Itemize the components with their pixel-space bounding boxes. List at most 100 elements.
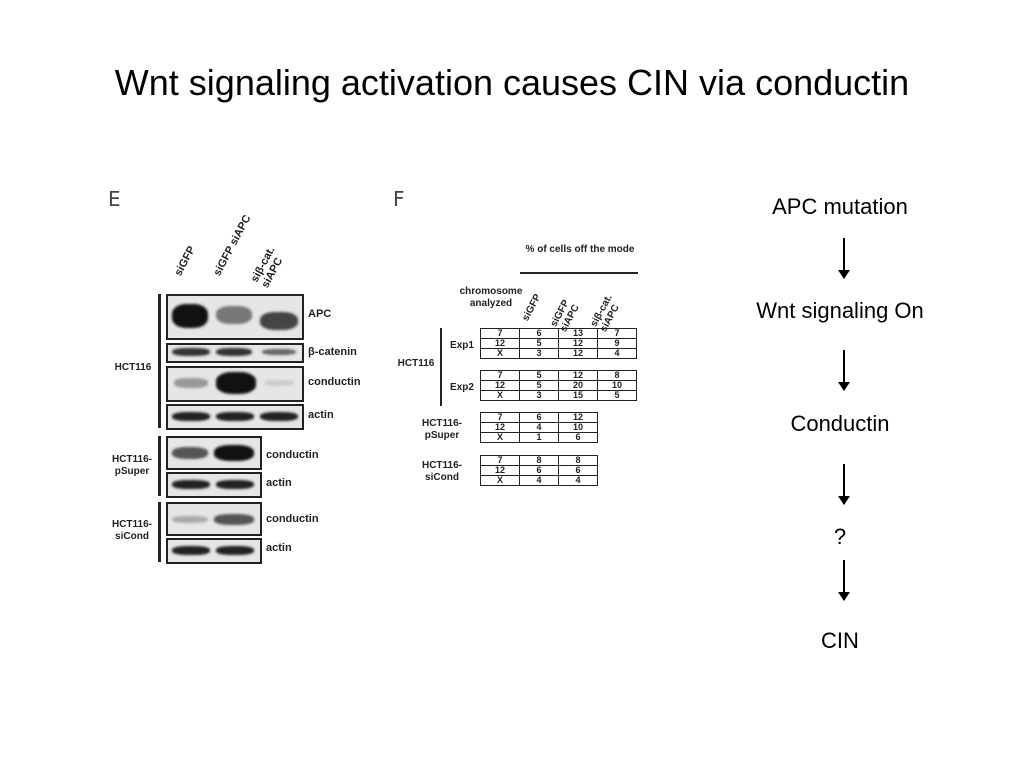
table-cell: 5 — [597, 390, 637, 401]
table-cell: 5 — [519, 338, 559, 349]
flow-step-conductin: Conductin — [790, 411, 890, 436]
down-arrow-icon — [838, 350, 850, 391]
flow-step-apc-mutation: APC mutation — [772, 194, 908, 219]
blot-actin — [166, 404, 304, 430]
psuper-label: HCT116- pSuper — [421, 418, 462, 441]
sicond-label: HCT116- siCond — [421, 460, 462, 483]
lane-label: siβ-cat. siAPC — [248, 244, 286, 290]
table-cell: 4 — [519, 475, 559, 486]
group-bracket — [158, 436, 161, 496]
table-cell: 12 — [558, 370, 598, 381]
group-label: HCT116- pSuper — [111, 454, 152, 477]
table-cell: 12 — [480, 422, 520, 433]
blot-label: actin — [266, 477, 292, 489]
down-arrow-icon — [838, 560, 850, 601]
table-cell: 6 — [519, 465, 559, 476]
header-underline — [520, 272, 638, 274]
table-cell: X — [480, 432, 520, 443]
blot-label: actin — [266, 542, 292, 554]
table-cell: 7 — [480, 412, 520, 423]
table-cell: 20 — [558, 380, 598, 391]
table-cell: 12 — [480, 338, 520, 349]
table-cell: 4 — [597, 348, 637, 359]
group-bracket — [158, 294, 161, 428]
group-bracket — [158, 502, 161, 562]
table-cell: 5 — [519, 370, 559, 381]
blot-actin — [166, 472, 262, 498]
table-cell: 12 — [558, 412, 598, 423]
hct116-label: HCT116 — [397, 358, 435, 369]
table-cell: 8 — [597, 370, 637, 381]
blot-label: conductin — [266, 449, 319, 461]
table-cell: 3 — [519, 348, 559, 359]
table-cell: X — [480, 475, 520, 486]
table-cell: 4 — [558, 475, 598, 486]
table-cell: 15 — [558, 390, 598, 401]
column-header: siGFP siAPC — [548, 298, 582, 334]
down-arrow-icon — [838, 464, 850, 505]
slide-title: Wnt signaling activation causes CIN via … — [114, 62, 910, 103]
blot-label: conductin — [308, 376, 361, 388]
flow-step-wnt-signaling: Wnt signaling On — [756, 298, 924, 323]
table-cell: 3 — [519, 390, 559, 401]
table-cell: 12 — [558, 338, 598, 349]
table-cell: X — [480, 390, 520, 401]
table-cell: 7 — [480, 370, 520, 381]
exp2-label: Exp2 — [450, 382, 474, 393]
blot-label: APC — [308, 308, 332, 320]
table-cell: 12 — [558, 348, 598, 359]
table-cell: 4 — [519, 422, 559, 433]
panel-e-letter: E — [108, 187, 121, 211]
exp1-label: Exp1 — [450, 340, 474, 351]
table-cell: 12 — [480, 380, 520, 391]
blot-apc — [166, 294, 304, 340]
row-header: chromosome analyzed — [459, 286, 523, 309]
table-cell: 6 — [558, 432, 598, 443]
table-cell: 8 — [519, 455, 559, 466]
lane-label: siGFP siAPC — [211, 213, 254, 278]
table-cell: 5 — [519, 380, 559, 391]
blot-beta-catenin — [166, 343, 304, 363]
hct116-bracket — [440, 328, 442, 406]
blot-actin — [166, 538, 262, 564]
table-cell: 7 — [480, 328, 520, 339]
table-cell: 8 — [558, 455, 598, 466]
blot-label: conductin — [266, 513, 319, 525]
table-cell: 1 — [519, 432, 559, 443]
blot-conductin — [166, 366, 304, 402]
blot-conductin — [166, 436, 262, 470]
table-cell: 6 — [558, 465, 598, 476]
table-cell: 10 — [597, 380, 637, 391]
header-percent-cells: % of cells off the mode — [525, 244, 635, 255]
down-arrow-icon — [838, 238, 850, 279]
table-cell: 13 — [558, 328, 598, 339]
table-cell: 7 — [597, 328, 637, 339]
blot-conductin — [166, 502, 262, 536]
table-cell: 7 — [480, 455, 520, 466]
group-label: HCT116 — [114, 362, 152, 373]
table-cell: X — [480, 348, 520, 359]
table-cell: 9 — [597, 338, 637, 349]
blot-label: β-catenin — [308, 346, 357, 358]
blot-label: actin — [308, 409, 334, 421]
table-cell: 6 — [519, 328, 559, 339]
table-cell: 12 — [480, 465, 520, 476]
panel-f-letter: F — [393, 187, 405, 211]
flow-step-cin: CIN — [821, 628, 859, 653]
lane-label: siGFP — [172, 244, 198, 278]
flow-step-unknown: ? — [833, 524, 847, 549]
